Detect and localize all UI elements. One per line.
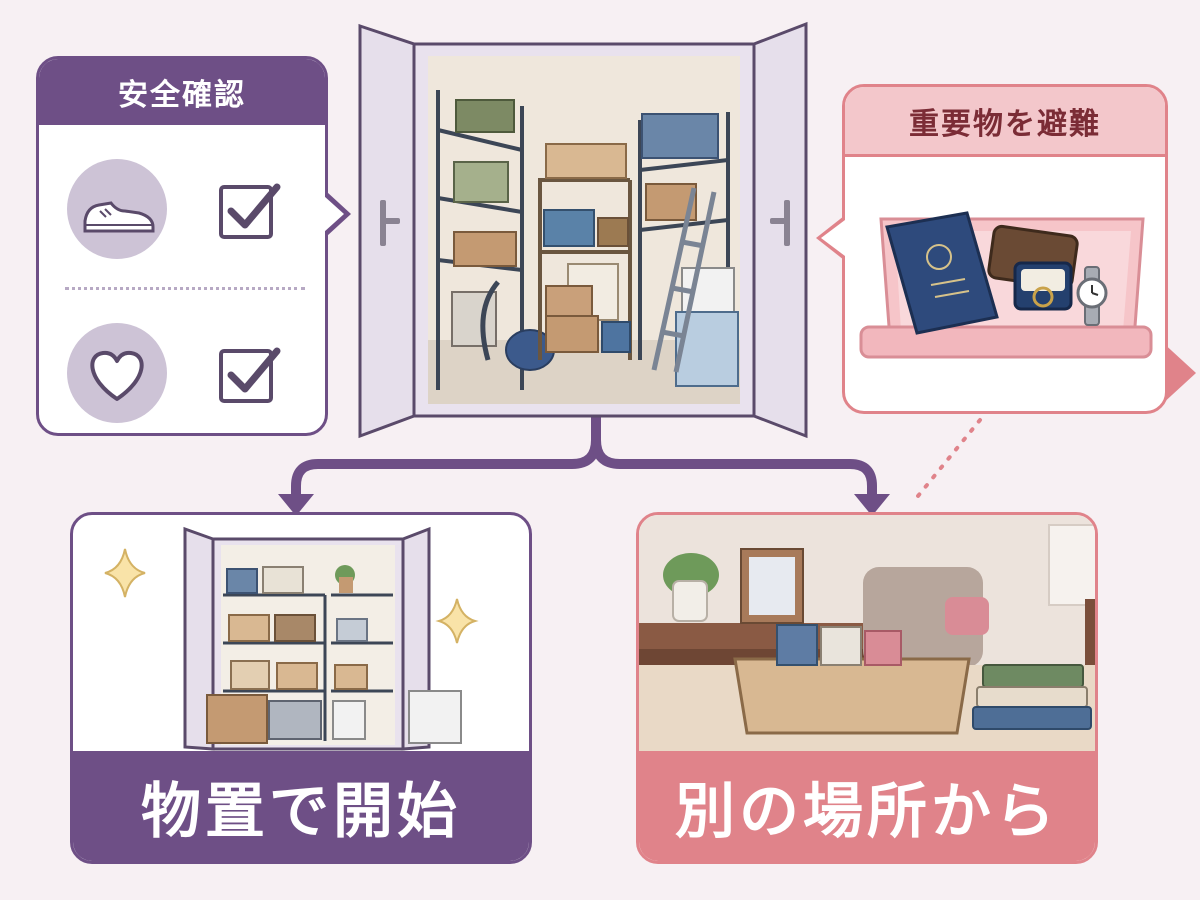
checkbox-checked-icon: [219, 183, 281, 239]
from-other-place-label: 別の場所から: [639, 751, 1095, 861]
shoe-icon: [67, 159, 167, 259]
divider: [65, 287, 305, 290]
start-in-storage-label: 物置で開始: [73, 751, 529, 861]
evacuate-title: 重要物を避難: [845, 87, 1165, 157]
arrow-head-right: [854, 494, 890, 516]
storage-shed-illustration: [358, 21, 808, 439]
arrow-head-left: [278, 494, 314, 516]
branch-line-right: [591, 435, 877, 505]
start-in-storage-panel: 物置で開始: [70, 512, 532, 864]
from-other-place-panel: 別の場所から: [636, 512, 1098, 864]
callout-pointer-fill: [821, 220, 845, 256]
organized-storage-illustration: [104, 526, 479, 751]
checkbox-checked-icon: [219, 347, 281, 403]
valuables-tray-illustration: [859, 211, 1153, 359]
living-room-illustration: [639, 515, 1095, 755]
safety-check-panel: 安全確認: [36, 56, 328, 436]
safety-check-title: 安全確認: [39, 59, 325, 125]
dotted-link: [916, 418, 982, 498]
heart-icon: [67, 323, 167, 423]
sparkle-icon: [435, 598, 479, 644]
evacuate-valuables-panel: 重要物を避難: [842, 84, 1168, 414]
sparkle-icon: [104, 548, 146, 598]
callout-pointer-fill: [324, 196, 344, 232]
check-item-shoes: [39, 143, 325, 259]
check-item-heart: [39, 307, 325, 423]
